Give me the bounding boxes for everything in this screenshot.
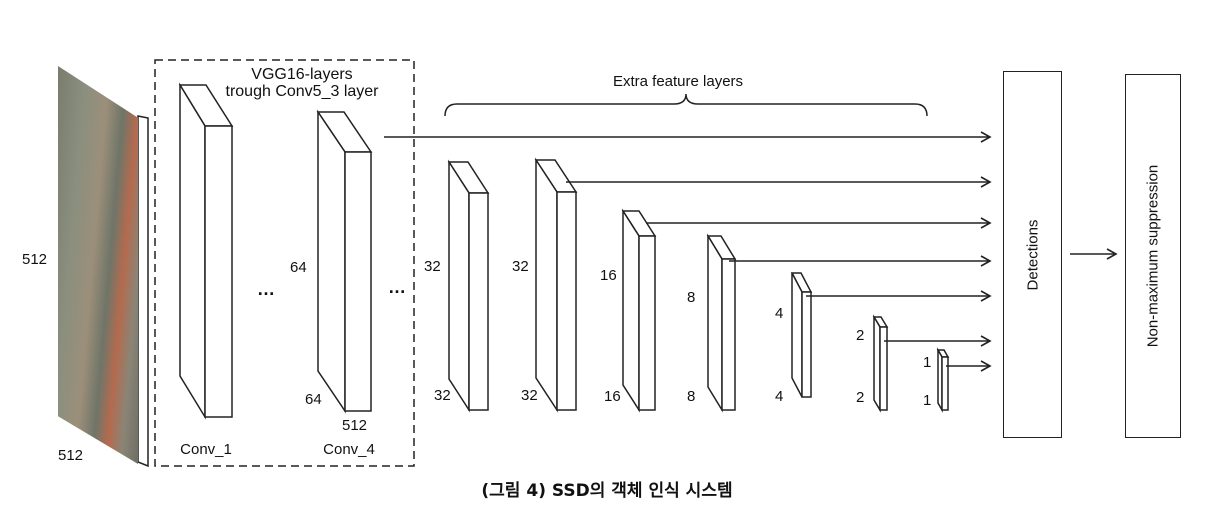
extra-layer-6-height: 2 [856,327,865,344]
extra-layer-1-height: 32 [424,258,441,275]
extra-layer-6-block [872,314,889,413]
extra-layer-5-height: 4 [775,305,784,322]
vgg-title-line1: VGG16-layers [251,66,353,83]
input-width-label: 512 [58,447,84,464]
input-height-label: 512 [22,251,48,268]
extra-layer-4-width: 8 [687,388,696,405]
extra-layer-5-width: 4 [775,388,784,405]
input-image-slab [137,115,149,468]
figure-caption: (그림 4) SSD의 객체 인식 시스템 [481,481,733,501]
detection-arrows [384,131,1118,372]
extra-layer-4-height: 8 [687,289,696,306]
vgg-title-line2: trough Conv5_3 layer [225,83,379,100]
conv1-label: Conv_1 [180,441,232,458]
extra-layer-3-block [621,208,657,413]
nms-label: Non-maximum suppression [1144,164,1162,348]
conv4-height-label: 64 [290,259,307,276]
conv1-block [178,82,234,420]
extra-layer-5-block [790,272,813,398]
vgg-ellipsis: … [257,279,276,299]
vgg-dashed-region [154,59,415,467]
conv4-depth-label: 512 [342,417,368,434]
vgg-title: VGG16-layers trough Conv5_3 layer [226,66,379,100]
input-aerial-image [58,66,138,464]
extra-layer-3-height: 16 [600,267,617,284]
extra-layer-1-block [447,159,490,413]
extra-layer-2-height: 32 [512,258,529,275]
conv4-block [316,109,373,414]
detections-label: Detections [1024,219,1041,290]
detections-box: Detections [1003,71,1062,438]
extra-layer-4-block [706,233,737,413]
extra-layer-7-width: 1 [923,392,932,409]
extra-ellipsis: … [388,277,407,297]
extra-layer-3-width: 16 [604,388,621,405]
extra-layer-7-block [936,347,950,413]
conv4-label: Conv_4 [323,441,375,458]
extra-layer-2-block [534,157,578,413]
conv4-width-label: 64 [305,391,322,408]
extra-layers-title: Extra feature layers [612,73,744,90]
nms-box: Non-maximum suppression [1125,74,1181,438]
extra-layer-6-width: 2 [856,389,865,406]
extra-layer-1-width: 32 [434,387,451,404]
extra-layer-7-height: 1 [923,354,932,371]
extra-layers-brace [444,93,928,117]
extra-layer-2-width: 32 [521,387,538,404]
